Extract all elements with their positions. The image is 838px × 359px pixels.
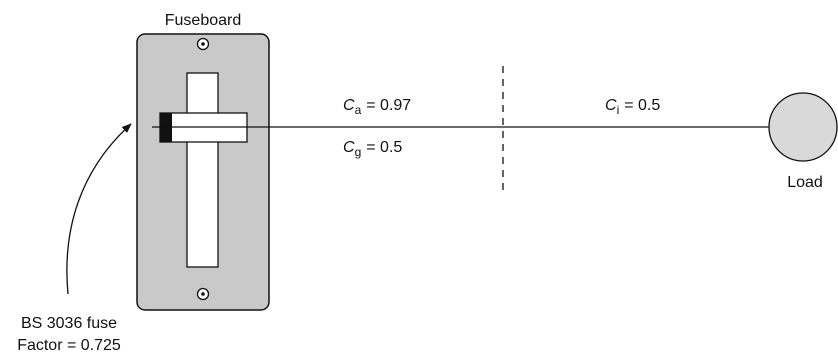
bottom-screw-icon xyxy=(196,287,210,301)
ci-factor-label: Ci= 0.5 xyxy=(605,97,660,117)
fuse-pointer-arrow xyxy=(66,123,132,295)
fuse-carrier-slot xyxy=(186,72,219,268)
fuseboard-label: Fuseboard xyxy=(165,12,242,29)
cg-factor-label: Cg= 0.5 xyxy=(343,139,402,159)
ca-factor-label: Ca= 0.97 xyxy=(343,97,411,117)
fuse-type-label: BS 3036 fuse xyxy=(21,315,117,332)
load-circle xyxy=(768,92,838,162)
fuse-factor-label: Factor = 0.725 xyxy=(17,337,121,354)
top-screw-icon xyxy=(196,37,210,51)
load-label: Load xyxy=(787,174,823,191)
